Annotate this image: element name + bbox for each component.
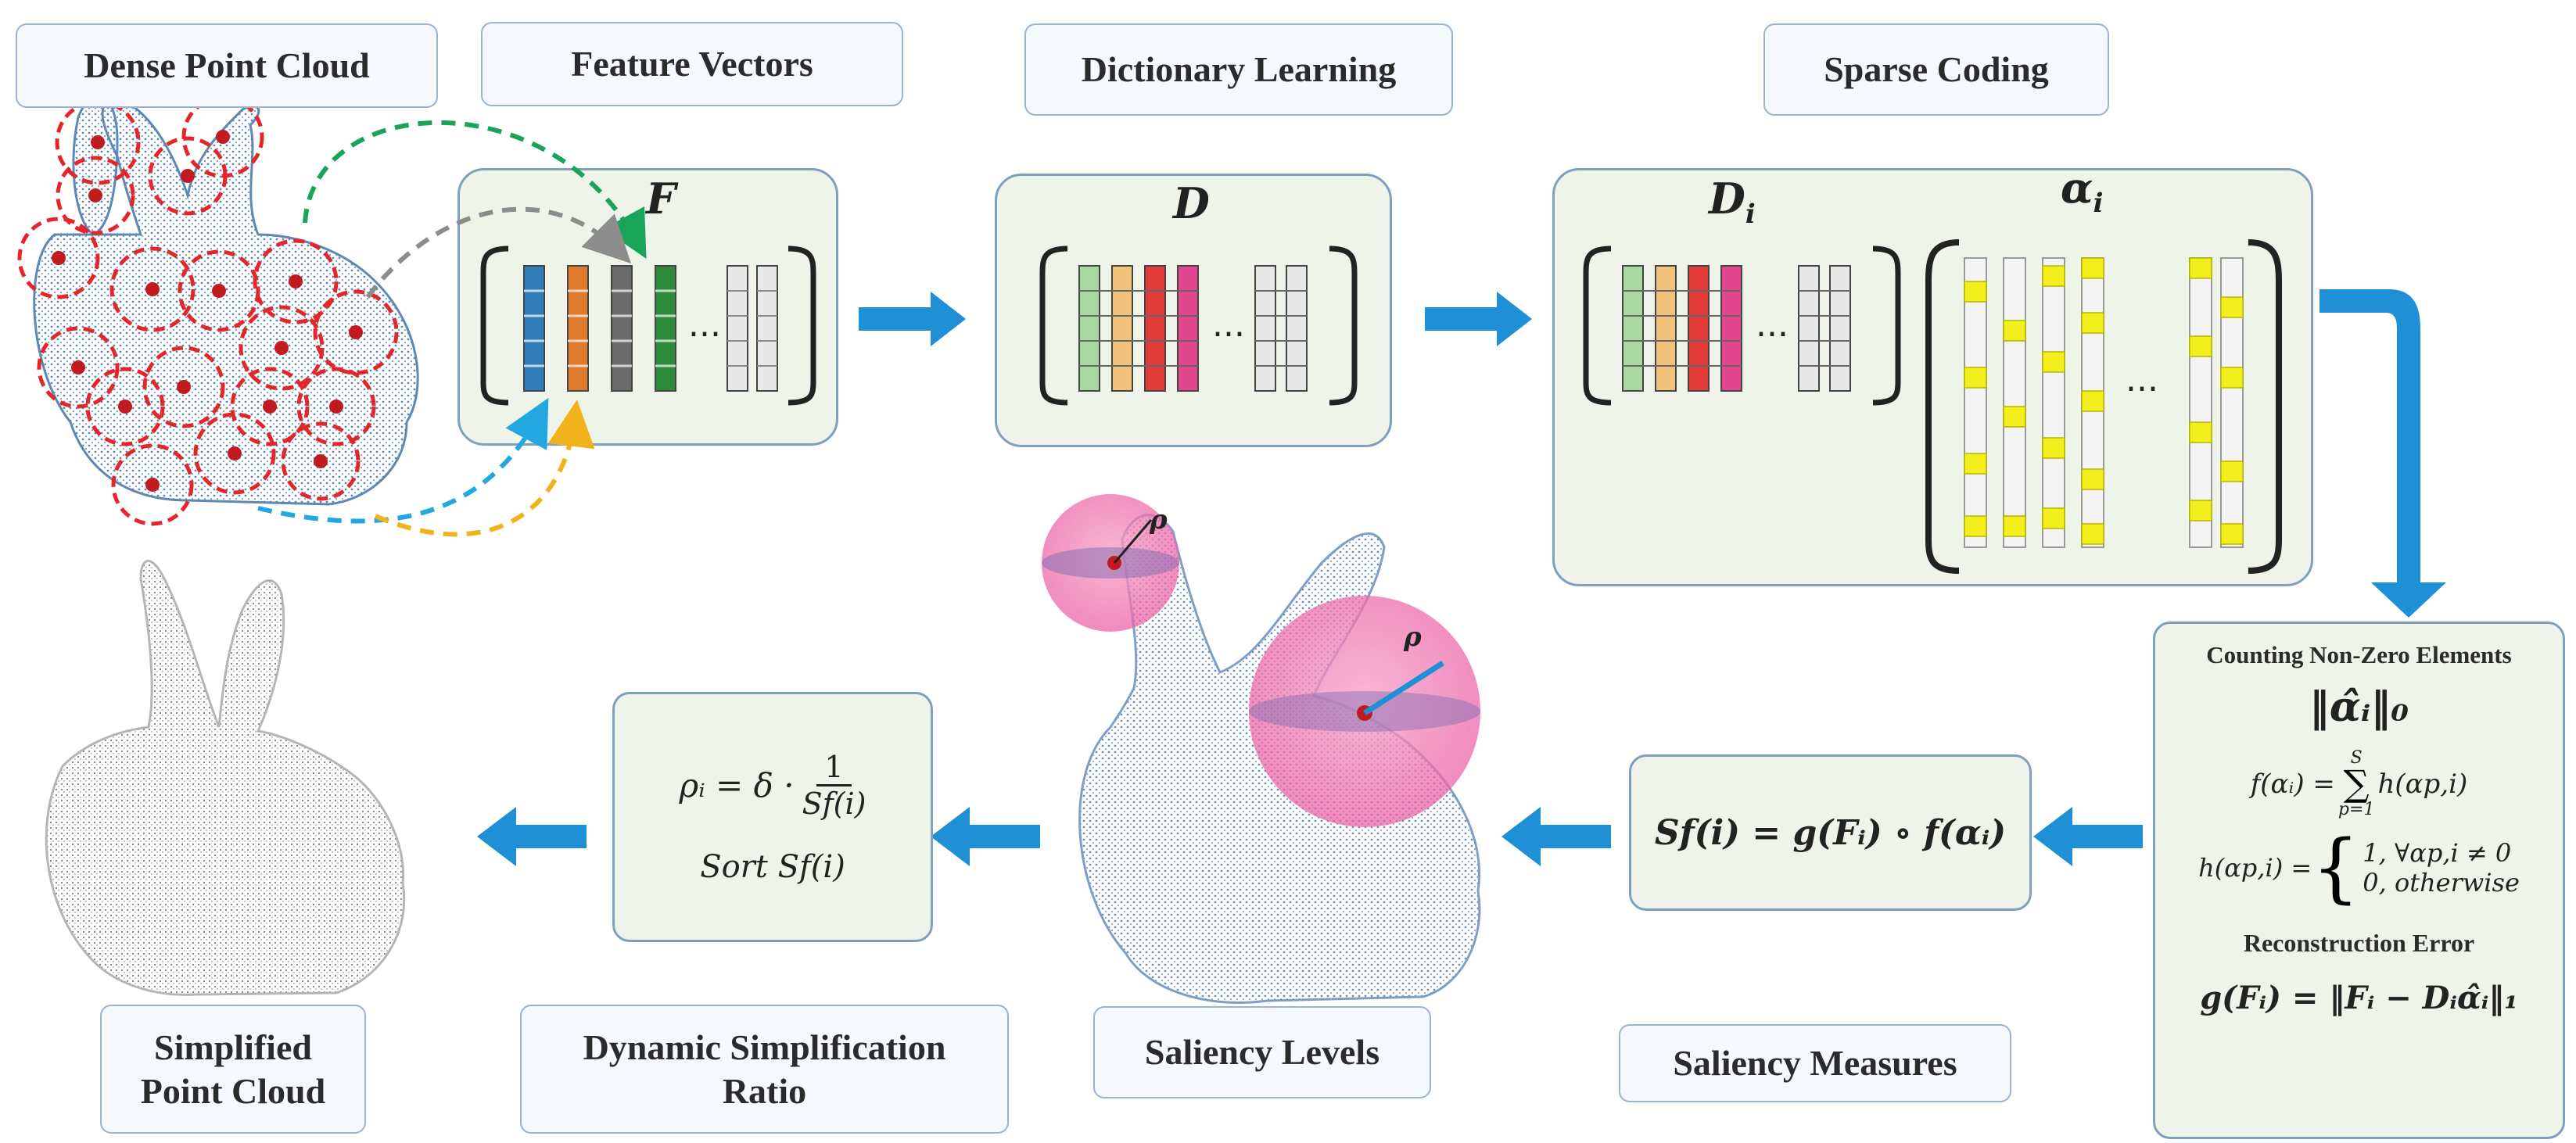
- f-lhs: f(αᵢ) =: [2250, 768, 2335, 800]
- h-case-1: 1, ∀αp,i ≠ 0: [2363, 838, 2512, 869]
- h-case-2: 0, otherwise: [2363, 868, 2520, 898]
- matrix-f-label: F: [646, 174, 676, 224]
- f-formula: f(αᵢ) = S ∑ p=1 h(αp,i): [2251, 748, 2468, 819]
- arrow-f-to-d: [859, 292, 966, 346]
- feature-circles: [17, 95, 399, 526]
- matrix-d-label: D: [1173, 178, 1210, 228]
- f-rhs: h(αp,i): [2377, 768, 2468, 800]
- matrix-d-graphic: [1039, 245, 1358, 406]
- ratio-lhs: ρᵢ = δ ·: [679, 765, 795, 804]
- ratio-fraction: 1 Sf(i): [802, 750, 866, 821]
- matrix-di-label: Di: [1709, 174, 1756, 230]
- simplified-bunny-image: [45, 560, 406, 996]
- f-sum-bottom: p=1: [2337, 800, 2375, 820]
- f-sum-top: S: [2350, 748, 2363, 768]
- saliency-formula: Sf(i) = g(Fᵢ) ∘ f(αᵢ): [1654, 812, 2007, 853]
- yellow-mapping-arrow: [374, 400, 595, 537]
- cyan-mapping-arrow: [257, 397, 549, 524]
- ratio-denominator: Sf(i): [802, 786, 866, 821]
- rho-small-label: ρ: [1150, 504, 1168, 536]
- feature-centers: [52, 130, 363, 492]
- rho-large-label: ρ: [1404, 622, 1422, 653]
- arrow-sparse-to-counting: [2319, 289, 2446, 618]
- h-brace: {: [2312, 824, 2360, 912]
- f-sum: S ∑ p=1: [2338, 748, 2375, 819]
- h-formula: h(αp,i) = { 1, ∀αp,i ≠ 0 0, otherwise: [2198, 830, 2520, 905]
- g-formula: g(Fᵢ) = ‖Fᵢ − Dᵢα̂ᵢ‖₁: [2200, 980, 2518, 1017]
- ratio-numerator: 1: [816, 750, 852, 786]
- saliency-formula-box: Sf(i) = g(Fᵢ) ∘ f(αᵢ): [1629, 754, 2032, 911]
- arrow-saliency-to-levels: [1501, 807, 1611, 866]
- step-feature-vectors: Feature Vectors: [481, 22, 903, 106]
- counting-title: Counting Non-Zero Elements: [2206, 641, 2512, 668]
- norm0-formula: ‖α̂ᵢ‖₀: [2309, 683, 2409, 731]
- matrix-alpha-graphic: [1925, 239, 2282, 574]
- arrow-levels-to-ratio: [931, 807, 1040, 866]
- gray-mapping-arrow: [365, 206, 631, 299]
- arrow-counting-to-saliency: [2033, 807, 2143, 866]
- saliency-bunny-image: [1042, 494, 1481, 1004]
- step-sparse-coding: Sparse Coding: [1763, 23, 2109, 116]
- ratio-formula: ρᵢ = δ · 1 Sf(i): [680, 750, 866, 821]
- arrow-ratio-to-simplified: [477, 807, 587, 866]
- step-saliency-measures: Saliency Measures: [1619, 1024, 2011, 1102]
- step-dictionary-learning: Dictionary Learning: [1024, 23, 1453, 116]
- sort-label: Sort Sf(i): [700, 848, 845, 885]
- counting-box: Counting Non-Zero Elements ‖α̂ᵢ‖₀ f(αᵢ) …: [2153, 622, 2565, 1139]
- matrix-f-graphic: [480, 245, 816, 406]
- flow-arrows: [477, 289, 2446, 866]
- recon-title: Reconstruction Error: [2243, 929, 2475, 958]
- matrix-f-ellipsis: ...: [688, 305, 721, 345]
- matrix-alpha-label: αi: [2061, 163, 2104, 219]
- dynamic-ratio-box: ρᵢ = δ · 1 Sf(i) Sort Sf(i): [612, 692, 933, 942]
- f-sum-symbol: ∑: [2343, 762, 2370, 804]
- matrix-d-ellipsis: ...: [1212, 305, 1245, 345]
- matrix-alpha-ellipsis: ...: [2126, 360, 2158, 400]
- h-cases: 1, ∀αp,i ≠ 0 0, otherwise: [2363, 838, 2520, 898]
- matrix-di-ellipsis: ...: [1756, 305, 1788, 345]
- matrix-di-graphic: [1583, 245, 1901, 406]
- arrow-d-to-sparse: [1425, 292, 1532, 346]
- step-dense-point-cloud: Dense Point Cloud: [16, 23, 438, 108]
- h-lhs: h(αp,i) =: [2198, 853, 2312, 883]
- step-saliency-levels: Saliency Levels: [1093, 1006, 1431, 1098]
- green-mapping-arrow: [303, 120, 647, 260]
